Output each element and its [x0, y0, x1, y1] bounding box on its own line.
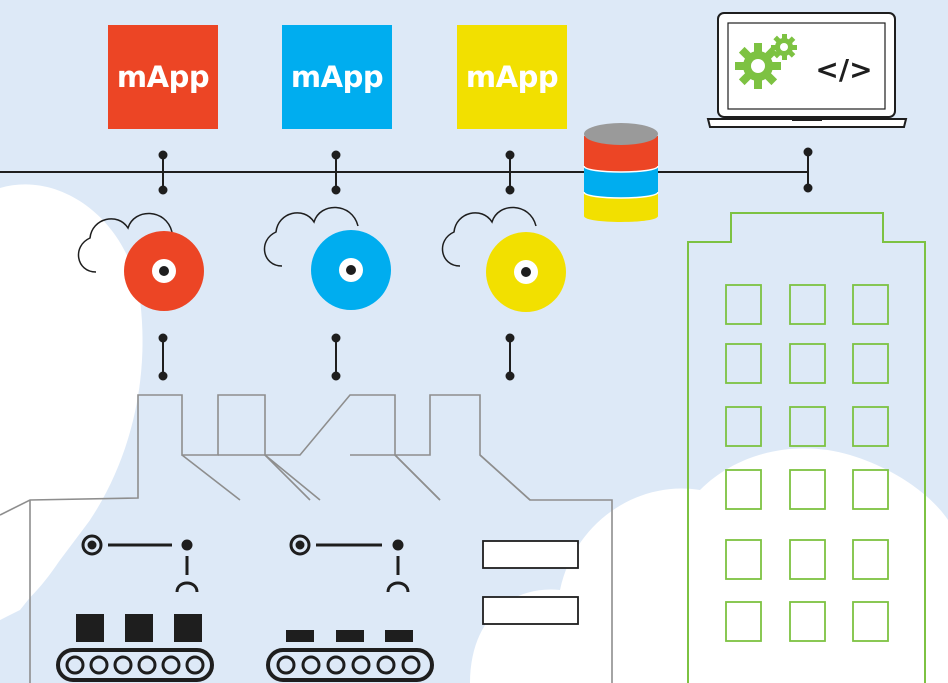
cloud-icon — [441, 206, 537, 267]
cloud-icon — [77, 212, 173, 273]
conveyor-icon — [56, 614, 214, 682]
cloud-node-blue — [263, 206, 391, 310]
robot-arm-icon — [289, 534, 410, 593]
code-symbol: </> — [815, 53, 873, 86]
background-clouds — [0, 184, 948, 683]
mapp-label: mApp — [465, 60, 559, 94]
cloud-icon — [263, 206, 359, 267]
conveyor-icon — [266, 630, 434, 682]
robot-arm-icon — [81, 534, 199, 593]
mapp-tile-blue: mApp — [282, 25, 392, 129]
cloud-node-red — [77, 212, 204, 311]
factory-connectors — [158, 333, 515, 381]
mapp-connectors — [158, 147, 813, 195]
factory-outline — [0, 394, 613, 683]
laptop-icon — [706, 12, 908, 128]
control-panel-slots — [482, 540, 579, 625]
mapp-tile-yellow: mApp — [457, 25, 567, 129]
mapp-tile-red: mApp — [108, 25, 218, 129]
office-building — [687, 212, 926, 683]
cloud-node-yellow — [441, 206, 566, 312]
database-icon — [583, 123, 659, 222]
mapp-label: mApp — [116, 60, 210, 94]
gears-icon — [735, 34, 797, 89]
mapp-label: mApp — [290, 60, 384, 94]
